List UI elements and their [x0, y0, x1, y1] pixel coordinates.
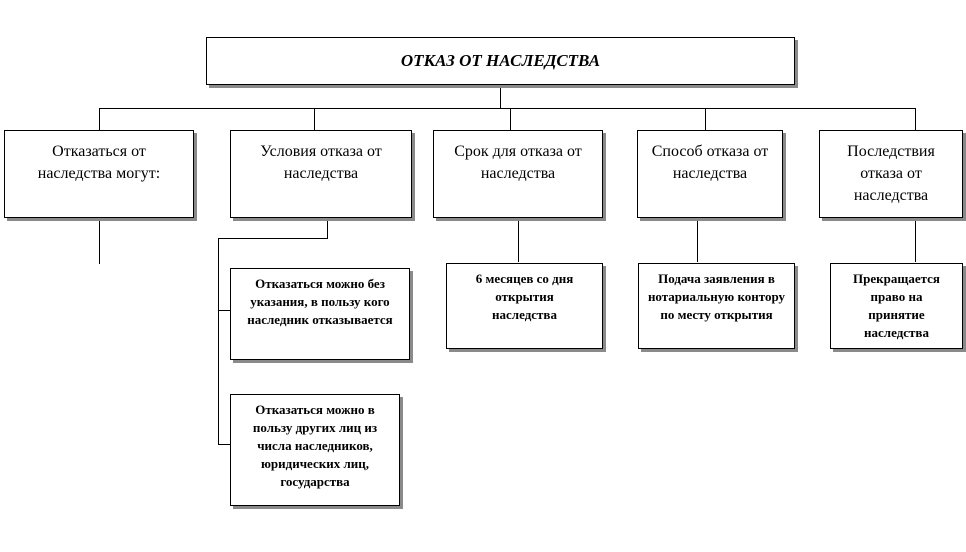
connector-col2-branch — [218, 238, 328, 239]
header-refusal-term: Срок для отказа от наследства — [433, 130, 603, 218]
header-refusal-method: Способ отказа от наследства — [637, 130, 783, 218]
connector-top-bus — [99, 108, 915, 109]
consequence-box: Прекращается право на принятие наследств… — [830, 263, 963, 349]
header-refusal-conditions: Условия отказа от наследства — [230, 130, 412, 218]
term-box: 6 месяцев со дня открытия наследства — [446, 263, 603, 349]
condition-in-favor-box: Отказаться можно в пользу других лиц из … — [230, 394, 400, 506]
connector-col2-spine — [218, 238, 219, 444]
diagram-title: ОТКАЗ ОТ НАСЛЕДСТВА — [400, 51, 601, 70]
condition-in-favor-text: Отказаться можно в пользу других лиц из … — [252, 402, 378, 489]
connector-col2-to-cond2 — [218, 444, 230, 445]
connector-col5-down — [915, 218, 916, 262]
header-refusal-term-label: Срок для отказа от наследства — [454, 143, 582, 182]
method-box: Подача заявления в нотариальную контору … — [638, 263, 795, 349]
connector-col5-drop — [915, 108, 916, 130]
connector-col1-drop — [99, 108, 100, 130]
header-refusal-consequences: Последствия отказа от наследства — [819, 130, 963, 218]
connector-col4-down — [697, 218, 698, 262]
header-refusal-conditions-label: Условия отказа от наследства — [260, 143, 382, 182]
term-text: 6 месяцев со дня открытия наследства — [475, 271, 574, 322]
connector-col2-drop — [314, 108, 315, 130]
header-refusal-method-label: Способ отказа от наследства — [651, 143, 769, 182]
method-text: Подача заявления в нотариальную контору … — [647, 271, 786, 322]
connector-col1-tail — [99, 218, 100, 264]
connector-col2-to-cond1 — [218, 310, 230, 311]
header-who-can-refuse-label: Отказаться от наследства могут: — [37, 143, 161, 182]
consequence-text: Прекращается право на принятие наследств… — [853, 271, 940, 340]
connector-col3-drop — [510, 108, 511, 130]
connector-col4-drop — [705, 108, 706, 130]
diagram-title-box: ОТКАЗ ОТ НАСЛЕДСТВА — [206, 37, 795, 85]
header-who-can-refuse: Отказаться от наследства могут: — [4, 130, 194, 218]
connector-col2-down — [327, 218, 328, 238]
connector-col3-down — [518, 218, 519, 262]
condition-without-indication-box: Отказаться можно без указания, в пользу … — [230, 268, 410, 360]
connector-root-down — [500, 86, 501, 108]
header-refusal-consequences-label: Последствия отказа от наследства — [847, 143, 935, 204]
condition-without-indication-text: Отказаться можно без указания, в пользу … — [247, 276, 393, 327]
